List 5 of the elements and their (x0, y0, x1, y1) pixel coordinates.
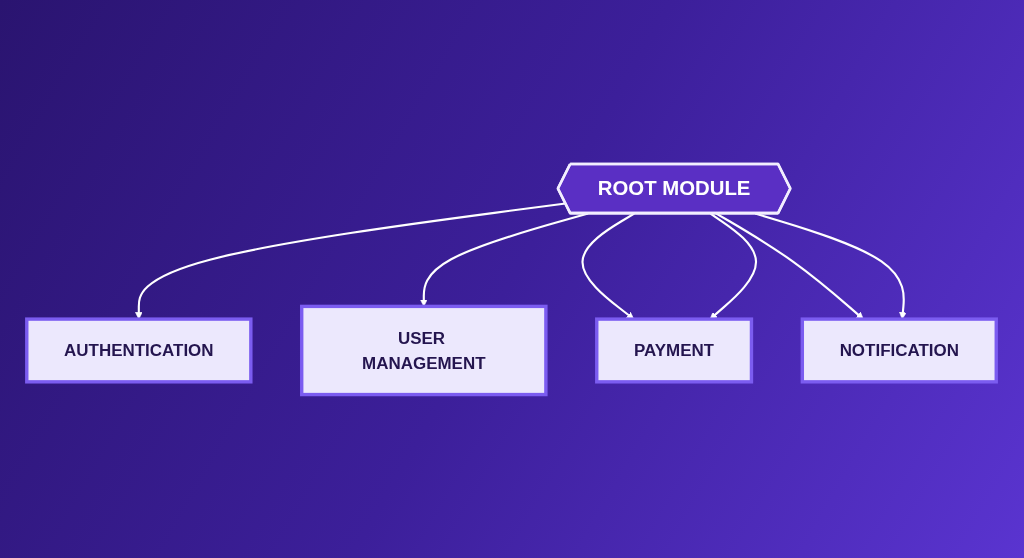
arrow (420, 212, 589, 307)
node-box: PAYMENT (595, 317, 754, 384)
node-box: AUTHENTICATION (25, 317, 254, 384)
node-box: NOTIFICATION (801, 317, 999, 384)
node-box: USER MANAGEMENT (300, 304, 549, 396)
